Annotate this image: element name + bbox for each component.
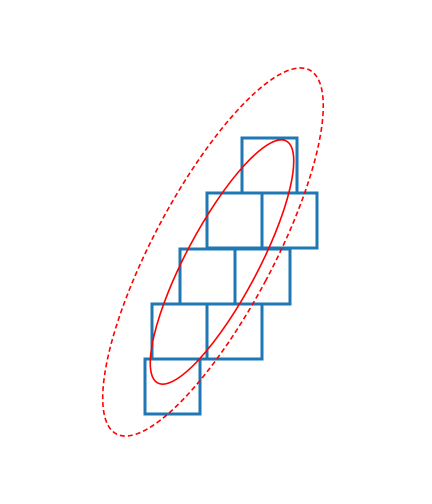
outer-ellipse [101,67,325,437]
cell-row4-b [205,302,264,361]
ellipses-group [101,67,325,437]
cells-group [143,136,319,416]
inner-ellipse [149,139,295,385]
cell-row5-a [143,357,202,416]
